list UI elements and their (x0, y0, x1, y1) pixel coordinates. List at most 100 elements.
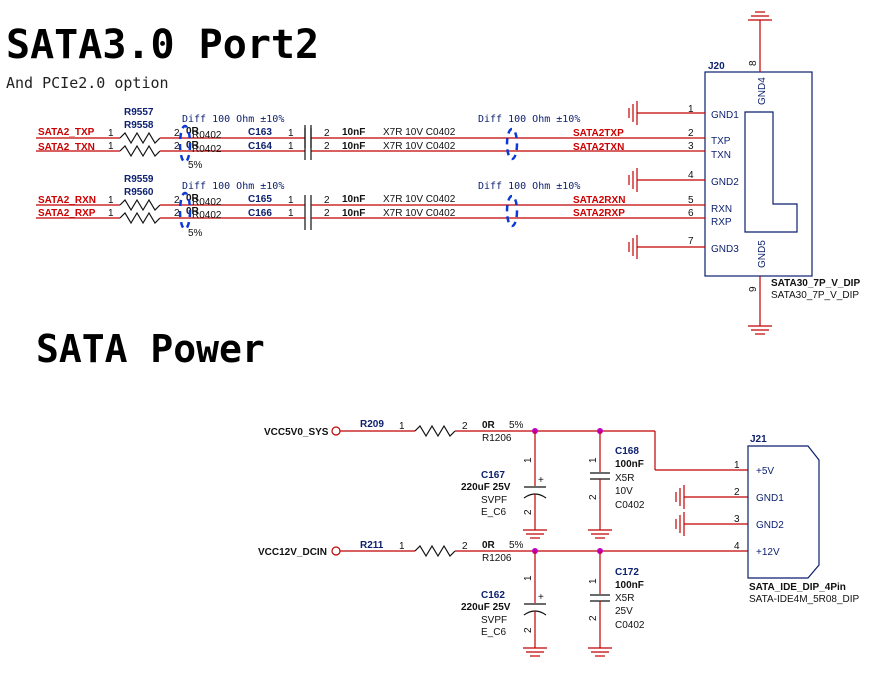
resistor-package: R1206 (482, 433, 512, 444)
pin-number: 1 (588, 578, 599, 584)
j20-gnd5-label: GND5 (757, 240, 768, 268)
resistor-tolerance: 5% (509, 540, 524, 551)
j20-gnd4-label: GND4 (757, 77, 768, 105)
ground-icon (588, 529, 612, 539)
net-label-sata2-txn: SATA2_TXN (38, 142, 95, 153)
pin-number: 1 (523, 575, 534, 581)
cap-value: 220uF 25V (461, 602, 511, 613)
connector-j20: J20 GND1 TXP TXN GND2 RXN RXP GND3 GND4 … (704, 61, 860, 301)
net-label-sata2-txp: SATA2_TXP (38, 127, 95, 138)
net-label-sata2rxn: SATA2RXN (573, 195, 625, 206)
net-label-sata2txn: SATA2TXN (573, 142, 624, 153)
ref-j21: J21 (750, 434, 767, 445)
pin-number: 2 (588, 615, 599, 621)
j21-pin-name: GND2 (756, 520, 784, 531)
ref-r9560: R9560 (124, 187, 154, 198)
cap-value: 10nF (342, 127, 365, 138)
signal-row-rxp: SATA2_RXP 1 2 (36, 208, 690, 225)
resistor-tolerance: 5% (509, 420, 524, 431)
resistor-package: R0402 (192, 210, 222, 221)
svg-text:1: 1 (288, 128, 294, 139)
ground-icon (748, 325, 772, 335)
cap-package: E_C6 (481, 627, 506, 638)
pin-number: 2 (462, 421, 468, 432)
ground-icon (748, 11, 772, 21)
section-subtitle: And PCIe2.0 option (6, 74, 169, 92)
resistor-package: R0402 (192, 130, 222, 141)
ground-icon (675, 485, 685, 509)
j21-part2: SATA-IDE4M_5R08_DIP (749, 594, 860, 605)
resistor-value: 0R (186, 126, 200, 137)
ref-j20: J20 (708, 61, 725, 72)
pin-number: 2 (734, 487, 740, 498)
cap-package: C0402 (615, 620, 645, 631)
resistor-value: 0R (186, 140, 200, 151)
j20-part2: SATA30_7P_V_DIP (771, 290, 859, 301)
ref-c172: C172 (615, 567, 639, 578)
j21-part: SATA_IDE_DIP_4Pin (749, 582, 846, 593)
diff-pair-annotation: Diff 100 Ohm ±10% (478, 181, 580, 192)
ref-c162: C162 (481, 590, 505, 601)
ground-icon (523, 647, 547, 657)
diff-pair-annotation: Diff 100 Ohm ±10% (182, 181, 284, 192)
pin-number: 3 (734, 514, 740, 525)
ref-c165: C165 (248, 194, 272, 205)
pin-number: 1 (399, 421, 405, 432)
resistor-value: 0R (186, 193, 200, 204)
svg-text:2: 2 (324, 141, 330, 152)
pin-number: 3 (688, 141, 694, 152)
pin-number: 1 (734, 460, 740, 471)
cap-voltage: 25V (615, 606, 633, 617)
pin-number: 2 (174, 195, 180, 206)
pin-number: 5 (688, 195, 694, 206)
svg-text:1: 1 (288, 208, 294, 219)
resistor-symbol (119, 131, 161, 145)
svg-text:2: 2 (324, 195, 330, 206)
cap-value: 10nF (342, 194, 365, 205)
ground-icon (675, 512, 685, 536)
ground-icon (523, 529, 547, 539)
cap-voltage: 10V (615, 486, 633, 497)
ref-c164: C164 (248, 141, 272, 152)
section-title-sata-port2: SATA3.0 Port2 (6, 22, 319, 68)
capacitor-c168 (590, 472, 610, 480)
net-label-vcc5v0-sys: VCC5V0_SYS (264, 427, 329, 438)
j20-pin-name: TXN (711, 150, 731, 161)
capacitor-c172 (590, 594, 610, 602)
power-port-icon (331, 426, 341, 436)
resistor-package: R0402 (192, 197, 222, 208)
j20-pin-name: RXN (711, 204, 732, 215)
svg-text:+: + (538, 475, 544, 486)
cap-dielectric: X5R (615, 473, 634, 484)
cap-spec: X7R 10V C0402 (383, 141, 456, 152)
ref-r9559: R9559 (124, 174, 154, 185)
cap-value: 220uF 25V (461, 482, 511, 493)
diff-pair-marker (505, 194, 519, 228)
ground-icon (628, 101, 638, 125)
pin-number: 2 (523, 627, 534, 633)
ground-icon (588, 647, 612, 657)
pin-number: 1 (108, 208, 114, 219)
ref-c168: C168 (615, 446, 639, 457)
diff-pair-annotation: Diff 100 Ohm ±10% (182, 114, 284, 125)
diff-pair-marker (178, 124, 192, 164)
j20-pin-name: TXP (711, 136, 731, 147)
j20-pin-name: RXP (711, 217, 732, 228)
cap-spec: X7R 10V C0402 (383, 208, 456, 219)
ref-c163: C163 (248, 127, 272, 138)
net-label-sata2-rxn: SATA2_RXN (38, 195, 96, 206)
pin-number: 2 (523, 509, 534, 515)
cap-type: SVPF (481, 615, 507, 626)
svg-text:1: 1 (288, 141, 294, 152)
ref-r211: R211 (360, 540, 384, 551)
svg-text:2: 2 (324, 128, 330, 139)
j21-pin-name: GND1 (756, 493, 784, 504)
j20-pin-name: GND3 (711, 244, 739, 255)
cap-value: 100nF (615, 459, 644, 470)
resistor-symbol (414, 424, 456, 438)
diff-pair-marker (178, 191, 192, 231)
resistor-package: R1206 (482, 553, 512, 564)
pin-number: 1 (399, 541, 405, 552)
signal-row-rxn: SATA2_RXN 1 2 (36, 195, 690, 230)
pin-number: 2 (174, 141, 180, 152)
